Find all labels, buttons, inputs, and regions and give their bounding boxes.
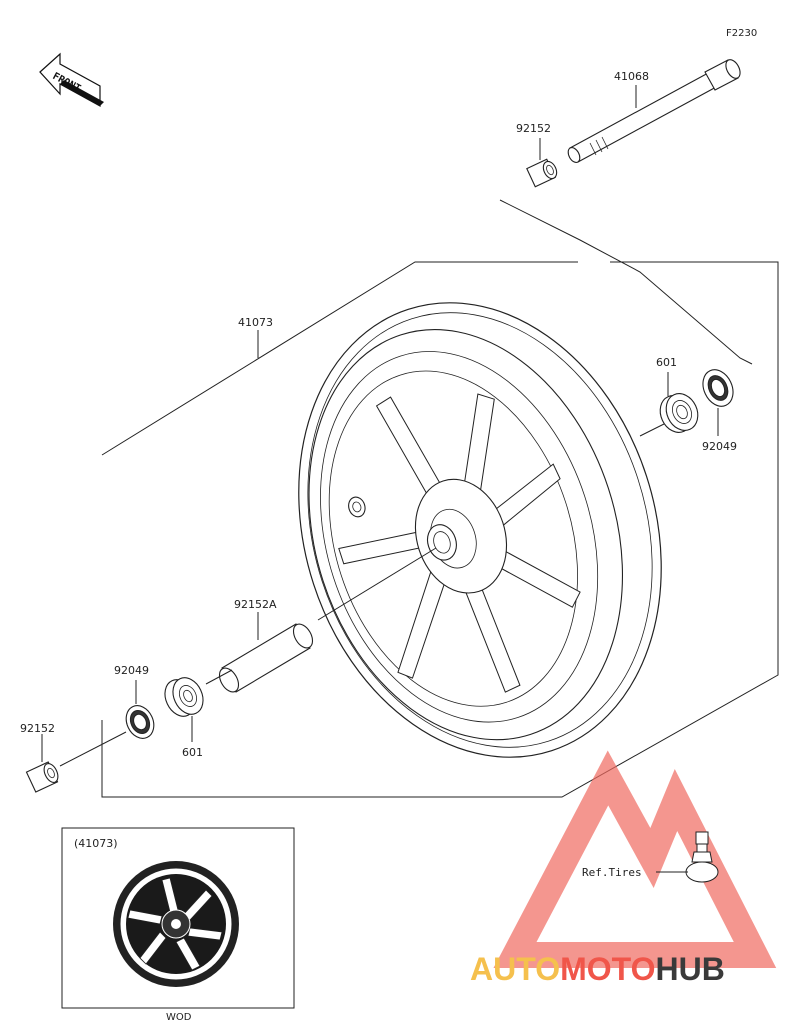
bearing-right-part (659, 393, 699, 433)
label-collar-left: 92152 (20, 722, 55, 735)
inset-caption: WOD (166, 1012, 192, 1023)
inset-part-ref: (41073) (74, 837, 118, 850)
watermark-logo (493, 750, 777, 968)
label-axle: 41068 (614, 70, 649, 83)
label-seal-right: 92049 (702, 440, 737, 453)
label-seal-left: 92049 (114, 664, 149, 677)
front-arrow-icon: FRONT (39, 52, 104, 108)
wheel-part (298, 302, 662, 758)
bearing-left-part (164, 677, 204, 717)
inset-wheel-part (113, 861, 239, 987)
seal-right-part (702, 369, 734, 407)
watermark-text: AUTOMOTOHUB (470, 951, 725, 987)
seal-left-part (125, 705, 155, 739)
label-wheel: 41073 (238, 316, 273, 329)
watermark-moto: MOTO (560, 951, 655, 987)
watermark-hub: HUB (655, 951, 724, 987)
collar-left-part (25, 761, 59, 793)
watermark-auto: AUTO (470, 951, 560, 987)
tire-valve-part (685, 831, 719, 883)
label-bearing-right: 601 (656, 356, 677, 369)
ref-tires-label: Ref.Tires (582, 866, 642, 879)
collar-top-part (526, 158, 558, 188)
label-collar-top: 92152 (516, 122, 551, 135)
label-bearing-left: 601 (182, 746, 203, 759)
label-spacer: 92152A (234, 598, 277, 611)
diagram-code: F2230 (726, 28, 757, 39)
axle-part (567, 59, 741, 163)
spacer-part (218, 623, 314, 693)
